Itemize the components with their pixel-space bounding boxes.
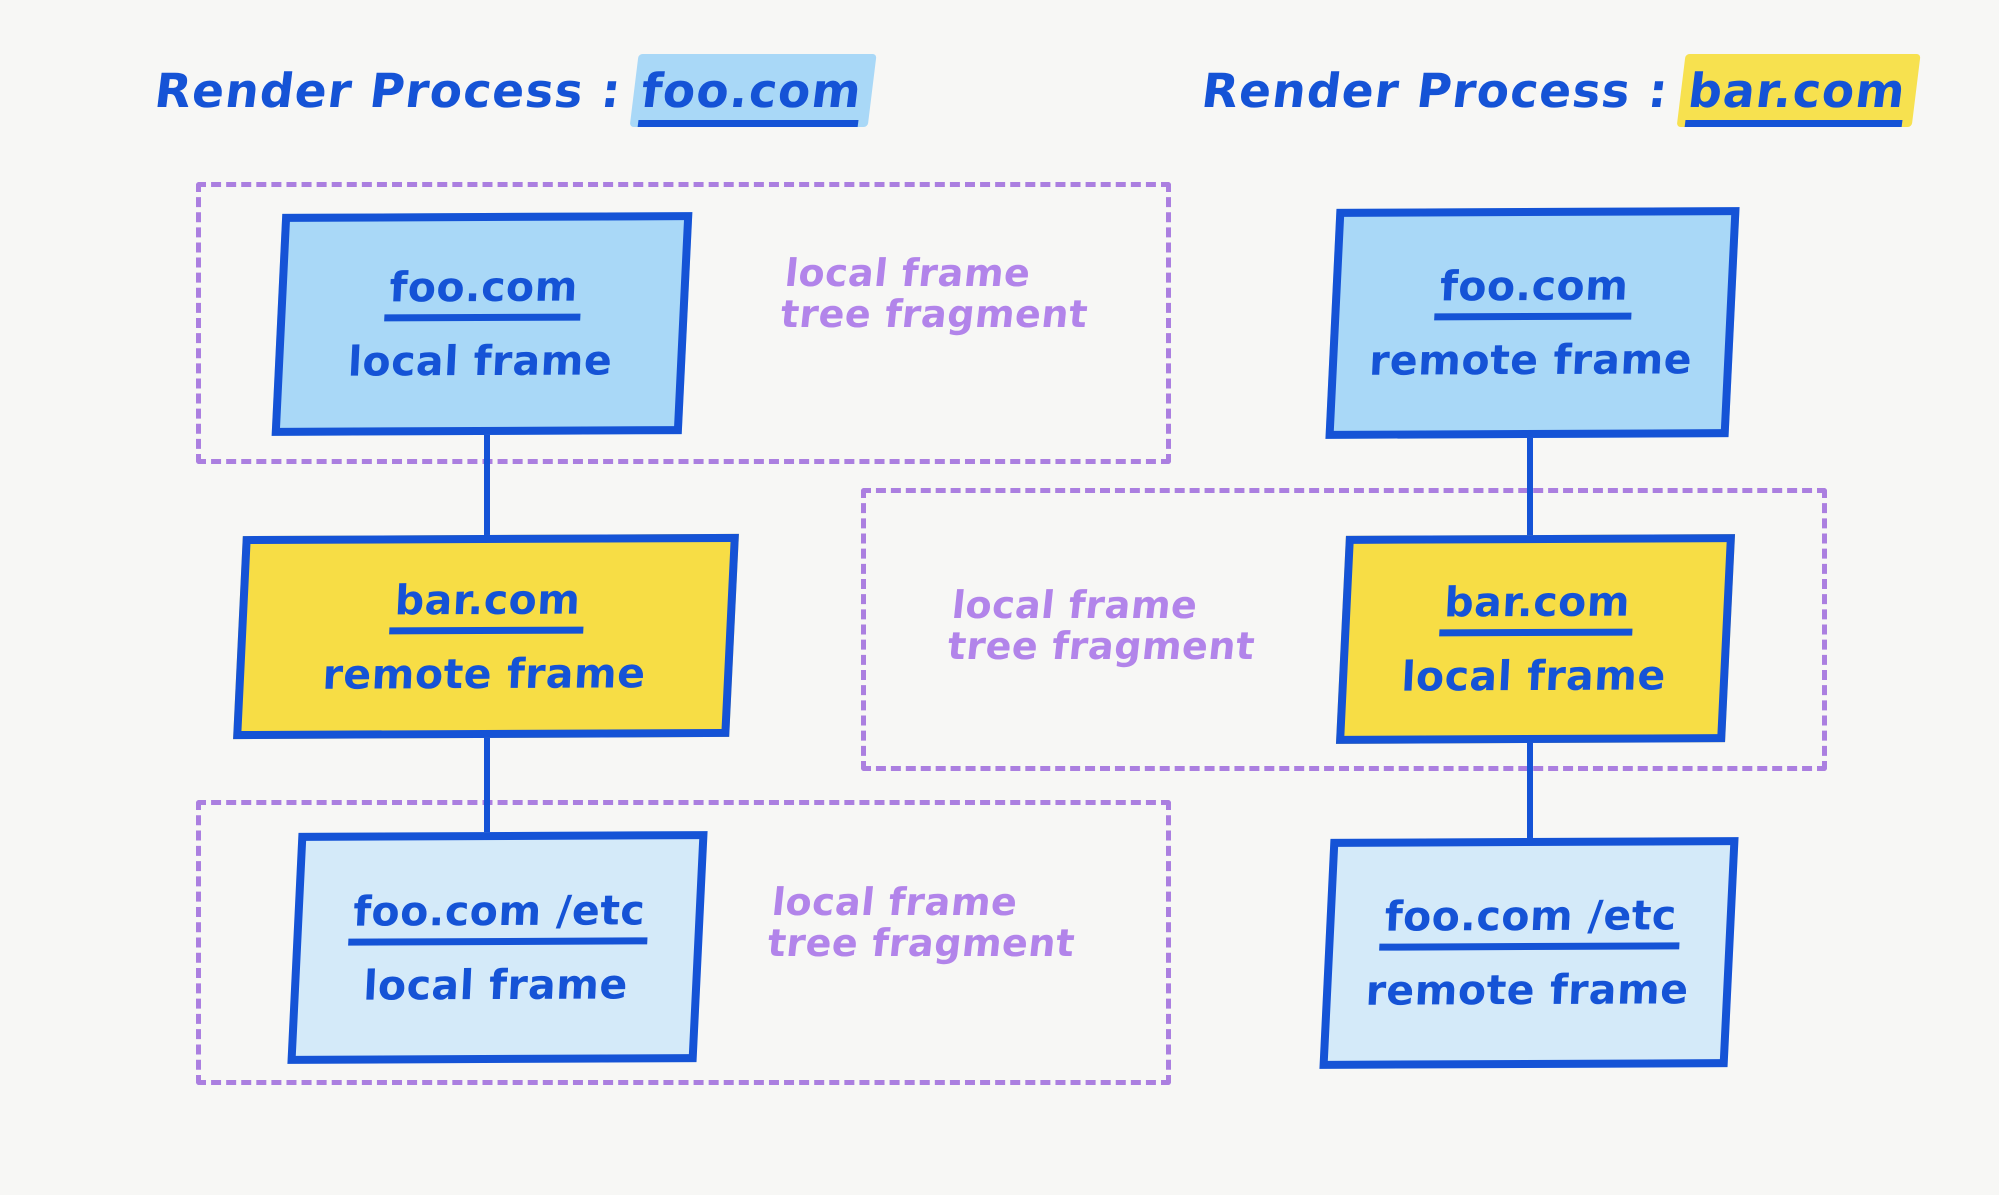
connector-left-1 xyxy=(484,430,490,540)
frame-box-left-2-kind: remote frame xyxy=(321,648,647,699)
render-process-label-left: Render Process : xyxy=(151,64,625,119)
frame-box-right-3-kind: remote frame xyxy=(1364,965,1690,1015)
render-process-host-right: bar.com xyxy=(1684,64,1910,127)
fragment-label-left-top-line2: tree fragment xyxy=(778,292,1091,337)
render-process-label-right: Render Process : xyxy=(1198,64,1672,119)
fragment-label-center-line2: tree fragment xyxy=(945,624,1258,669)
render-process-title-left: Render Process : foo.com xyxy=(151,54,877,127)
frame-box-right-1-url: foo.com xyxy=(1434,261,1634,321)
frame-box-left-3[interactable]: foo.com /etc local frame xyxy=(287,831,708,1064)
fragment-label-left-bottom-line1: local frame xyxy=(769,880,1020,924)
frame-box-right-2-kind: local frame xyxy=(1400,651,1668,701)
fragment-region-left-top xyxy=(196,182,1171,464)
fragment-label-left-bottom-line2: tree fragment xyxy=(765,921,1078,966)
frame-box-right-2-url: bar.com xyxy=(1438,577,1636,637)
frame-box-left-1[interactable]: foo.com local frame xyxy=(271,212,693,436)
frame-box-left-1-kind: local frame xyxy=(346,336,614,386)
frame-box-right-3[interactable]: foo.com /etc remote frame xyxy=(1319,837,1739,1069)
connector-right-2 xyxy=(1527,730,1533,840)
frame-box-left-2[interactable]: bar.com remote frame xyxy=(233,533,739,740)
frame-box-right-1-kind: remote frame xyxy=(1368,335,1694,385)
render-process-host-left: foo.com xyxy=(637,64,866,127)
connector-right-1 xyxy=(1527,430,1533,540)
frame-box-right-3-url: foo.com /etc xyxy=(1379,891,1682,951)
frame-box-left-1-url: foo.com xyxy=(383,262,584,322)
fragment-label-center-line1: local frame xyxy=(949,583,1200,627)
render-process-host-right-wrap: bar.com xyxy=(1676,54,1921,127)
fragment-region-left-bottom xyxy=(196,800,1171,1085)
frame-box-right-1[interactable]: foo.com remote frame xyxy=(1325,207,1740,439)
frame-box-left-3-kind: local frame xyxy=(362,959,630,1010)
fragment-region-center xyxy=(861,488,1827,771)
render-process-host-left-wrap: foo.com xyxy=(629,54,877,127)
render-process-title-right: Render Process : bar.com xyxy=(1198,54,1921,127)
frame-box-left-2-url: bar.com xyxy=(389,575,586,634)
fragment-label-left-top-line1: local frame xyxy=(782,251,1033,295)
frame-box-left-3-url: foo.com /etc xyxy=(347,885,651,946)
connector-left-2 xyxy=(484,730,490,840)
frame-box-right-2[interactable]: bar.com local frame xyxy=(1335,534,1736,744)
